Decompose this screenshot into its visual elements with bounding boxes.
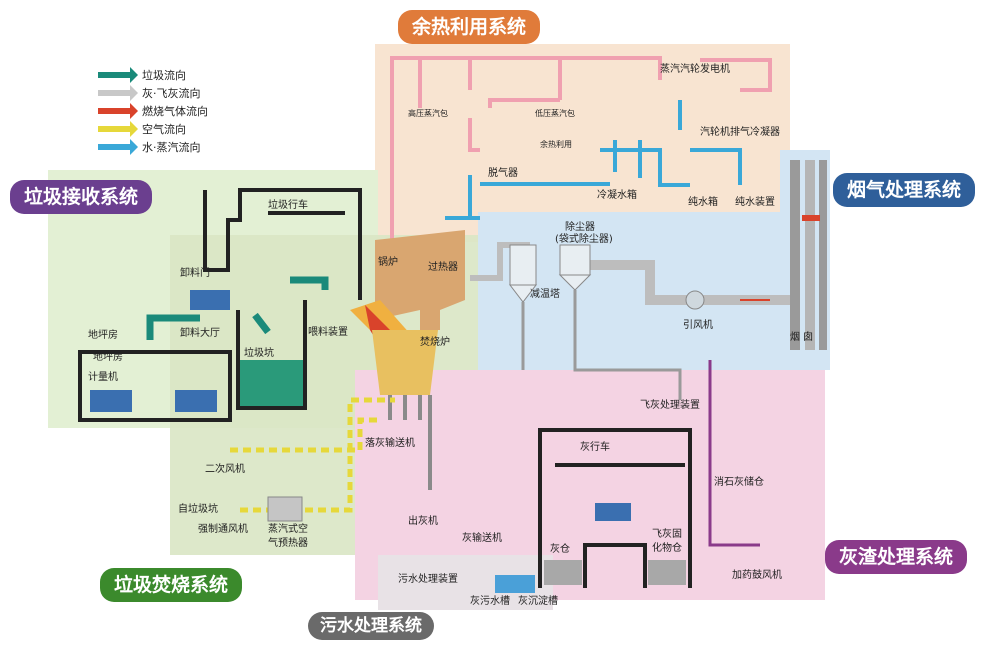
zone-tag-incineration: 垃圾焚烧系统 (100, 568, 243, 602)
label-cooling-tower: 减温塔 (530, 287, 560, 300)
label-ash-conveyor: 灰输送机 (462, 531, 502, 544)
sewage-tank (495, 575, 535, 593)
label-forced-fan: 强制通风机 (198, 522, 248, 535)
truck-2 (175, 390, 217, 412)
unload-truck (190, 290, 230, 310)
label-boiler: 锅炉 (378, 256, 398, 268)
label-sewage-device: 污水处理装置 (398, 572, 458, 585)
label-unload-hall: 卸料大厅 (180, 326, 220, 339)
label-preheater-a: 蒸汽式空 (268, 522, 308, 535)
label-waste-use: 余热利用 (540, 139, 572, 149)
label-fly-ash-device: 飞灰处理装置 (640, 398, 700, 411)
legend-arrow-icon (98, 67, 138, 83)
label-hp-drum: 高压蒸汽包 (408, 108, 448, 118)
legend-arrow-icon (98, 139, 138, 155)
zone-tag-ash: 灰渣处理系统 (825, 540, 968, 574)
legend-label: 水·蒸汽流向 (142, 141, 201, 154)
legend-arrow-icon (98, 121, 138, 137)
fan-shape (685, 290, 705, 310)
label-deaerator: 脱气器 (488, 166, 518, 179)
label-ash-settle-tank: 灰沉淀槽 (518, 594, 558, 607)
label-superheater: 过热器 (428, 260, 458, 273)
preheater-shape (267, 496, 303, 522)
label-fly-ash-bin-b: 化物仓 (652, 541, 682, 554)
label-cond-tank: 冷凝水箱 (597, 188, 637, 201)
label-condenser: 汽轮机排气冷凝器 (700, 125, 780, 138)
label-lime-silo: 消石灰储仓 (714, 475, 764, 488)
label-weigher: 计量机 (88, 370, 118, 383)
zone-tag-sewage: 污水处理系统 (308, 612, 434, 640)
ash-building (538, 428, 692, 588)
zone-tag-receiving: 垃圾接收系统 (10, 180, 153, 214)
truck-1 (90, 390, 132, 412)
legend-arrow-icon (98, 103, 138, 119)
legend-item: 灰·飞灰流向 (98, 84, 208, 102)
label-fly-ash-bin-a: 飞灰固 (652, 527, 682, 540)
receiving-building (78, 188, 362, 422)
label-furnace: 焚烧炉 (420, 335, 450, 348)
diagram-labels: 蒸汽汽轮发电机 高压蒸汽包 低压蒸汽包 余热利用 汽轮机排气冷凝器 脱气器 冷凝… (88, 62, 813, 607)
ash-flow-line (388, 395, 432, 490)
label-chimney: 烟 囱 (790, 330, 813, 343)
label-from-pit: 自垃圾坑 (178, 502, 218, 515)
label-preheater-b: 气预热器 (268, 536, 308, 549)
legend: 垃圾流向 灰·飞灰流向 燃烧气体流向 空气流向 水·蒸汽流向 (98, 66, 208, 156)
label-secondary-fan: 二次风机 (205, 462, 245, 475)
label-slag-conveyor: 落灰输送机 (365, 436, 415, 449)
lime-line (708, 360, 760, 547)
legend-arrow-icon (98, 85, 138, 101)
label-turbine: 蒸汽汽轮发电机 (660, 62, 730, 75)
label-dust-collector: 除尘器 (565, 220, 595, 233)
legend-label: 燃烧气体流向 (142, 105, 208, 118)
pit-fill (240, 360, 303, 406)
fly-ash-line (521, 290, 682, 400)
label-feeder: 喂料装置 (308, 325, 348, 338)
label-lp-drum: 低压蒸汽包 (535, 108, 575, 118)
label-ash-water-tank: 灰污水槽 (470, 594, 510, 607)
label-scale-house-a: 地坪房 (88, 328, 118, 341)
legend-item: 垃圾流向 (98, 66, 208, 84)
label-pit: 垃圾坑 (244, 346, 274, 359)
label-dust-type: (袋式除尘器) (555, 232, 613, 245)
label-ash-crane: 灰行车 (580, 440, 610, 453)
boiler-furnace (350, 230, 465, 395)
label-ash-bin: 灰仓 (550, 542, 570, 555)
label-crane: 垃圾行车 (268, 198, 308, 211)
legend-label: 垃圾流向 (142, 69, 186, 82)
legend-label: 灰·飞灰流向 (142, 87, 201, 100)
label-unload-door: 卸料门 (180, 266, 210, 279)
waste-flow-arrow (146, 314, 200, 340)
legend-label: 空气流向 (142, 123, 186, 136)
zone-tag-waste-heat: 余热利用系统 (398, 10, 541, 44)
steam-lines (390, 56, 772, 240)
dust-collector-shape (558, 244, 592, 291)
chimney (790, 160, 827, 350)
zone-waste-heat-bg (375, 44, 790, 242)
legend-item: 空气流向 (98, 120, 208, 138)
waste-flow-arrow-2 (252, 312, 271, 335)
label-pure-tank: 纯水箱 (688, 195, 718, 208)
lorry (595, 503, 631, 521)
label-dosing-fan: 加药鼓风机 (732, 568, 782, 581)
fly-ash-bin-fill (648, 560, 686, 585)
cooling-tower-shape (508, 244, 538, 303)
legend-item: 燃烧气体流向 (98, 102, 208, 120)
zone-tag-flue-gas: 烟气处理系统 (833, 173, 976, 207)
label-pure-device: 纯水装置 (735, 195, 775, 208)
label-fan: 引风机 (683, 318, 713, 331)
waste-flow-arrow-3 (290, 276, 329, 290)
label-ash-out: 出灰机 (408, 514, 438, 527)
legend-item: 水·蒸汽流向 (98, 138, 208, 156)
label-scale-house-b: 地坪房 (93, 350, 123, 363)
ash-bin-fill (544, 560, 582, 585)
